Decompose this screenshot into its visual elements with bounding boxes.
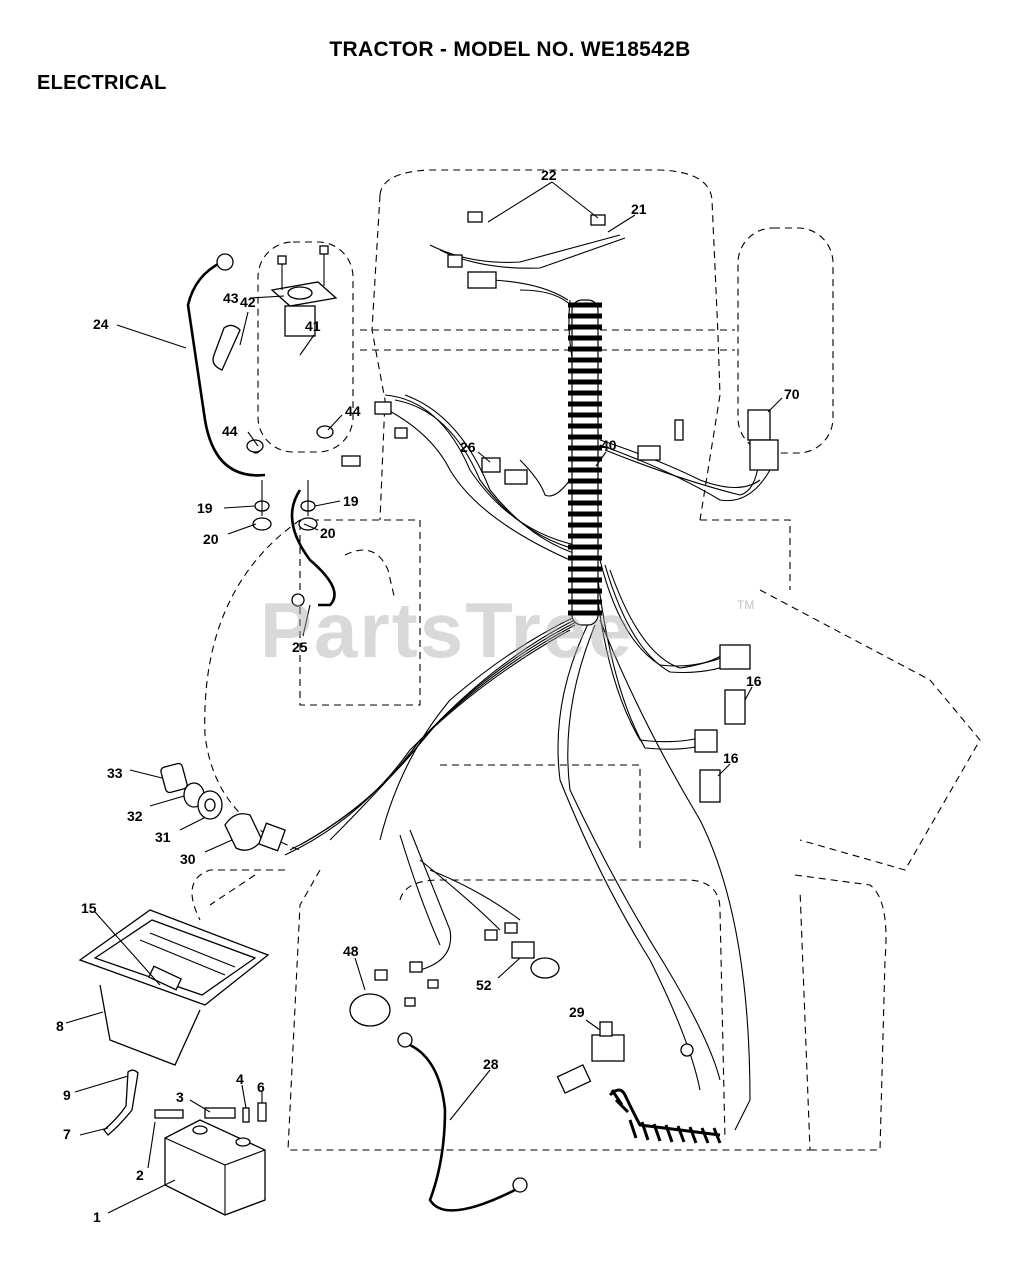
callout-26: 26	[460, 439, 476, 455]
callout-41: 41	[305, 318, 321, 334]
callout-2: 2	[136, 1167, 144, 1183]
callout-22: 22	[541, 167, 557, 183]
callout-8: 8	[56, 1018, 64, 1034]
battery-cables	[186, 260, 516, 1212]
callout-70: 70	[784, 386, 800, 402]
tractor-outline	[191, 169, 981, 1151]
callout-24: 24	[93, 316, 109, 332]
callout-numbers: 24 42 41 43 44 44 19 19 20 20 25 22 21 2…	[56, 167, 800, 1225]
callout-19-left: 19	[197, 500, 213, 516]
coiled-cord	[608, 1088, 722, 1144]
callout-32: 32	[127, 808, 143, 824]
connectors	[216, 211, 779, 1193]
callout-20-left: 20	[203, 531, 219, 547]
wire-harness	[284, 234, 771, 1131]
callout-7: 7	[63, 1126, 71, 1142]
callout-19-right: 19	[343, 493, 359, 509]
battery-and-hardware	[103, 1069, 267, 1216]
callout-43: 43	[223, 290, 239, 306]
callout-29: 29	[569, 1004, 585, 1020]
callout-9: 9	[63, 1087, 71, 1103]
callout-33: 33	[107, 765, 123, 781]
battery-box	[78, 909, 270, 1066]
callout-44-left: 44	[222, 423, 238, 439]
callout-52: 52	[476, 977, 492, 993]
callout-40: 40	[601, 437, 617, 453]
callout-4: 4	[236, 1071, 244, 1087]
leader-lines	[65, 181, 783, 1214]
solenoid-assembly	[212, 245, 338, 531]
callout-1: 1	[93, 1209, 101, 1225]
cable-25	[290, 489, 336, 607]
coiled-sleeve	[568, 299, 602, 626]
callout-48: 48	[343, 943, 359, 959]
callout-16-upper: 16	[746, 673, 762, 689]
callout-28: 28	[483, 1056, 499, 1072]
watermark-trademark: TM	[737, 598, 755, 612]
callout-25: 25	[292, 639, 308, 655]
callout-6: 6	[257, 1079, 265, 1095]
page-title: TRACTOR - MODEL NO. WE18542B	[329, 38, 691, 61]
ignition-parts	[160, 762, 286, 852]
callout-16-lower: 16	[723, 750, 739, 766]
callout-15: 15	[81, 900, 97, 916]
callout-31: 31	[155, 829, 171, 845]
section-label: ELECTRICAL	[37, 72, 167, 94]
callout-20-right: 20	[320, 525, 336, 541]
cable-24	[186, 260, 266, 477]
callout-3: 3	[176, 1089, 184, 1105]
callout-21: 21	[631, 201, 647, 217]
cable-28	[409, 1043, 516, 1212]
callout-30: 30	[180, 851, 196, 867]
callout-44-right: 44	[345, 403, 361, 419]
callout-42: 42	[240, 294, 256, 310]
